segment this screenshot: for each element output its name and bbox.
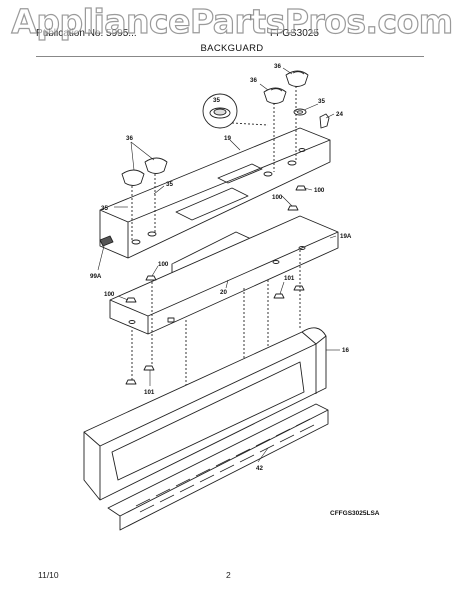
callout-36-top-b: 36: [250, 77, 257, 84]
inset-detail-35: [202, 93, 269, 129]
knob-36-top-b: [263, 87, 287, 104]
footer-date: 11/10: [38, 570, 59, 580]
leader-lines: [97, 67, 340, 463]
knob-36-top-a: [285, 70, 309, 87]
callout-42: 42: [256, 465, 263, 472]
backguard-panel-19: [99, 127, 331, 259]
callout-labels: 36 36 35 35 24 19 36 35 35 100 100 19A 9…: [90, 63, 352, 472]
footer-page-number: 2: [226, 570, 231, 580]
callout-36-left: 36: [126, 135, 133, 142]
callout-35-top: 35: [318, 98, 325, 105]
header-rule: [36, 56, 424, 57]
callout-101-a: 101: [284, 275, 295, 282]
callout-100-d: 100: [104, 291, 115, 298]
callout-36-top-a: 36: [274, 63, 281, 70]
callout-16: 16: [342, 347, 349, 354]
callout-35-left: 35: [166, 181, 173, 188]
vent-trim-42: [107, 403, 329, 531]
section-title: BACKGUARD: [200, 43, 264, 54]
bezel-35-top: [293, 108, 307, 116]
callout-35-left2: 35: [101, 205, 108, 212]
publication-line: Publication No. 5995...: [36, 28, 137, 39]
clip-24: [319, 113, 330, 129]
model-code: CFFGS3025LSA: [330, 510, 380, 517]
callout-100-a: 100: [272, 194, 283, 201]
harness-99a: [99, 235, 114, 247]
bracket-19a: [109, 215, 339, 335]
callout-35-inset: 35: [213, 97, 220, 104]
callout-20: 20: [220, 289, 227, 296]
screws: [125, 185, 307, 385]
callout-100-c: 100: [158, 261, 169, 268]
callout-99a: 99A: [90, 273, 102, 280]
model-line: FFGS3025: [270, 28, 319, 39]
watermark: AppliancePartsPros.com: [11, 1, 454, 41]
callout-19: 19: [224, 135, 231, 142]
housing-16: [83, 327, 327, 501]
knob-36-left-b: [144, 157, 168, 174]
assembly-guides-top: [131, 86, 297, 240]
callout-100-b: 100: [314, 187, 325, 194]
callout-24: 24: [336, 111, 343, 118]
callout-101-b: 101: [144, 389, 155, 396]
callout-19a: 19A: [340, 233, 352, 240]
knob-36-left-a: [121, 169, 145, 186]
